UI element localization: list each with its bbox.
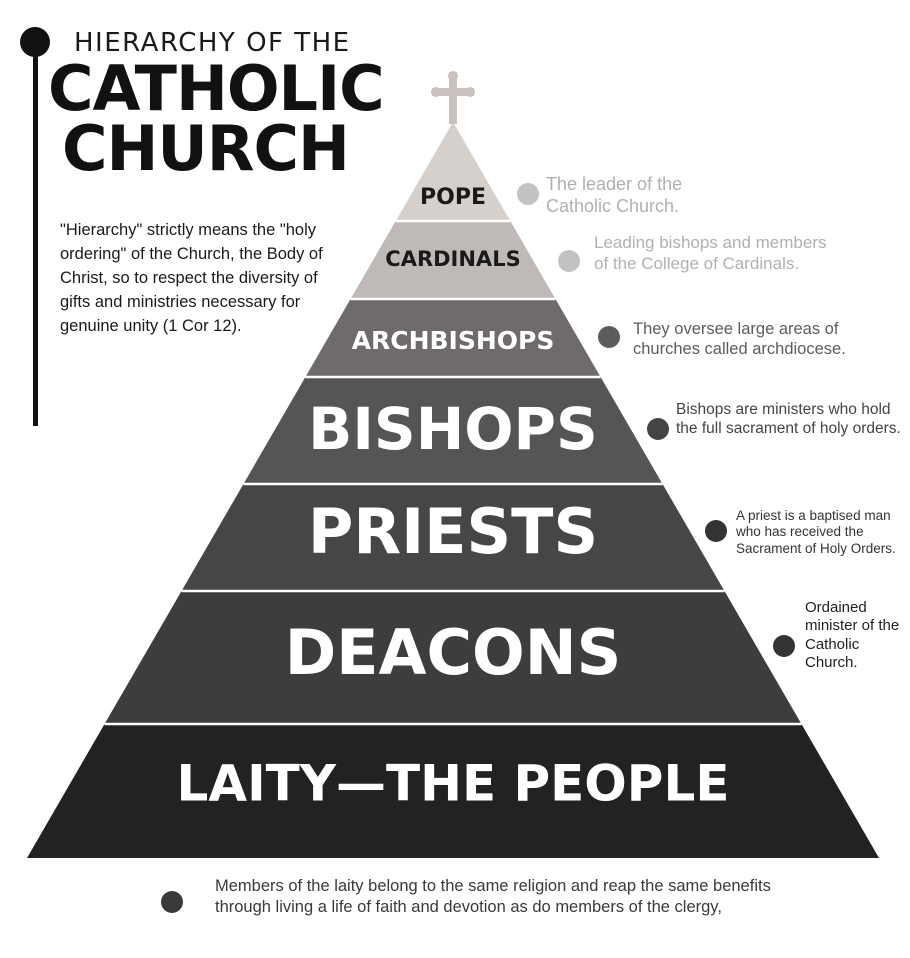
bullet-dot-icon bbox=[598, 326, 620, 348]
tier-label-deacons: DEACONS bbox=[285, 616, 622, 689]
bullet-dot-icon bbox=[773, 635, 795, 657]
tier-deacons bbox=[104, 591, 802, 724]
tier-label-pope: POPE bbox=[420, 185, 486, 210]
description-priests: A priest is a baptised man who has recei… bbox=[736, 508, 896, 556]
tier-bishops bbox=[243, 377, 663, 484]
bullet-dot-icon bbox=[517, 183, 539, 205]
tier-archbishops bbox=[305, 299, 601, 377]
title-vertical-rule bbox=[33, 42, 38, 426]
bullet-dot-icon bbox=[558, 250, 580, 272]
bullet-dot-icon bbox=[705, 520, 727, 542]
tier-label-priests: PRIESTS bbox=[308, 495, 598, 568]
tier-label-cardinals: CARDINALS bbox=[385, 247, 520, 271]
tier-label-bishops: BISHOPS bbox=[308, 395, 598, 463]
title-line-catholic: CATHOLIC bbox=[48, 52, 385, 125]
cross-finial bbox=[431, 87, 441, 97]
description-bishops: Bishops are ministers who hold the full … bbox=[676, 401, 901, 437]
cross-arm bbox=[432, 88, 474, 96]
tier-priests bbox=[181, 484, 725, 591]
description-deacons: Ordained minister of the Catholic Church… bbox=[805, 599, 900, 671]
description-pope: The leader of the Catholic Church. bbox=[546, 174, 683, 216]
tier-laity bbox=[27, 724, 879, 858]
cross-finial bbox=[465, 87, 475, 97]
cross-icon bbox=[449, 72, 457, 124]
title-dot-icon bbox=[20, 27, 50, 57]
description-archbishops: They oversee large areas of churches cal… bbox=[633, 320, 846, 359]
description-cardinals: Leading bishops and members of the Colle… bbox=[594, 233, 827, 273]
tier-label-laity: LAITY—THE PEOPLE bbox=[177, 755, 730, 813]
cross-finial bbox=[448, 71, 458, 81]
title-line-church: CHURCH bbox=[62, 112, 350, 185]
tier-label-archbishops: ARCHBISHOPS bbox=[352, 326, 555, 355]
laity-description: Members of the laity belong to the same … bbox=[215, 877, 771, 916]
intro-paragraph: "Hierarchy" strictly means the "holy ord… bbox=[60, 221, 323, 335]
title-line-small: HIERARCHY OF THE bbox=[74, 28, 351, 58]
bullet-dot-icon bbox=[647, 418, 669, 440]
tier-pope bbox=[395, 122, 511, 221]
tier-cardinals bbox=[350, 221, 556, 299]
bullet-dot-icon bbox=[161, 891, 183, 913]
